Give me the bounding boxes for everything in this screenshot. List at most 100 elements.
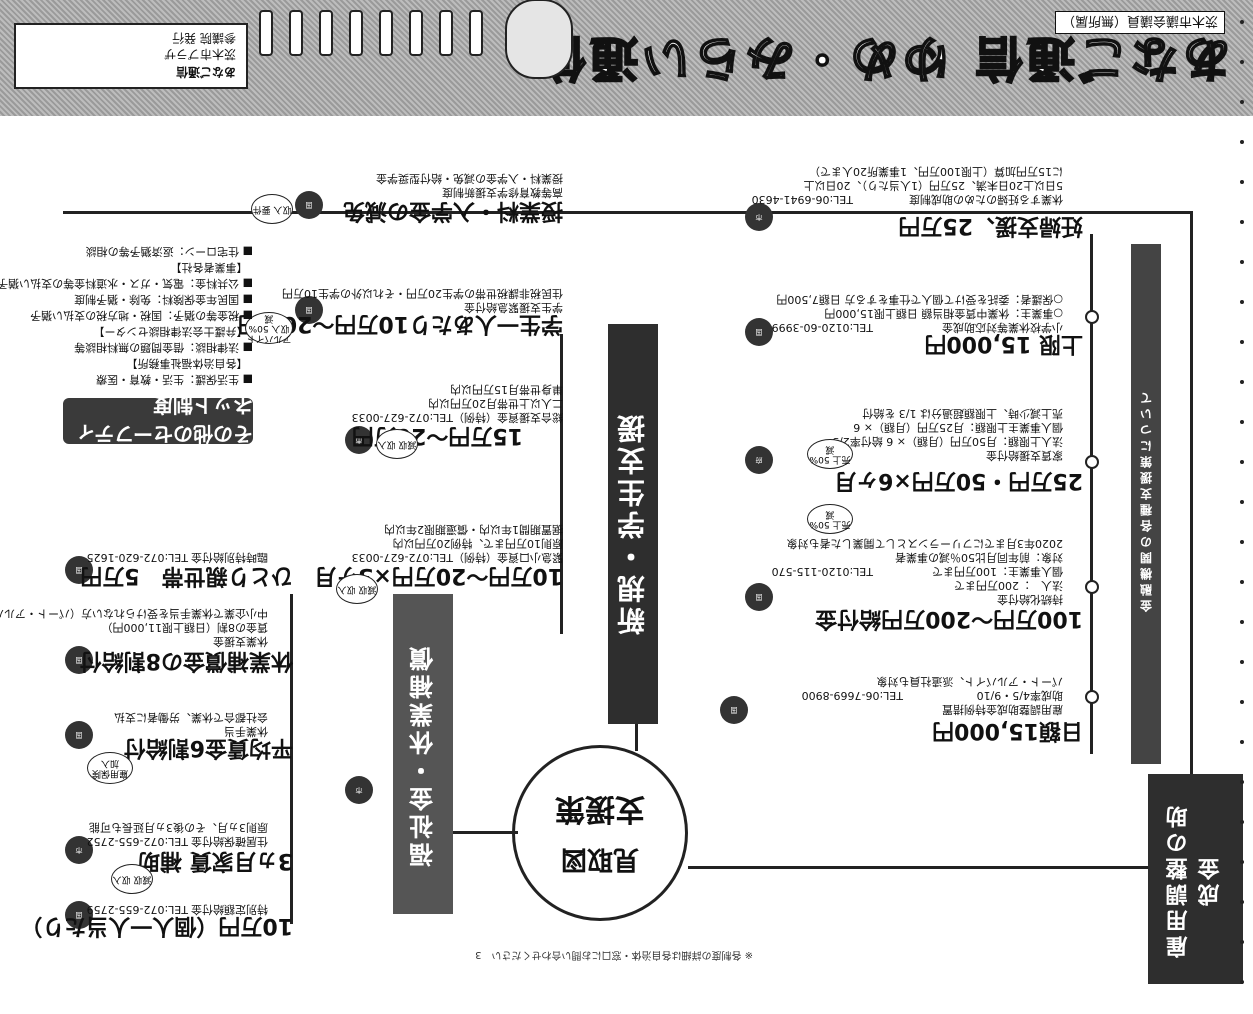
shinki-column: 新規・学生支援 (608, 324, 658, 724)
bubble-condition: 減収 収入 (336, 574, 378, 604)
punch-hole (1240, 740, 1244, 744)
card-title: 10万円（個人一人当たり） (20, 913, 293, 938)
shop-line-2: 参議院 発行 (172, 31, 236, 45)
punch-hole (1240, 780, 1244, 784)
bubble-condition: 減収 収入 (376, 429, 418, 459)
card-line: 学生支援緊急給付金 (464, 301, 563, 314)
other-line: 【事業者各社】 (170, 261, 253, 274)
badge: 国 (745, 318, 773, 346)
card-line: 5日以上20日未満、25万円（1人当たり）、20日以上 (803, 179, 1064, 192)
card-line: 中小企業で休業手当を受けられない方（パート・アルバイト含む） (0, 607, 268, 620)
shop-box: あなご通信 茨木市プラザ 参議院 発行 (14, 23, 248, 89)
card-phone: TEL:06-6941-4630 (751, 193, 853, 206)
gentai-label: 雇用調整の助成金 (1166, 802, 1224, 958)
card-title: ひとり親世帯 5万円 (80, 563, 293, 588)
punch-hole (1240, 660, 1244, 664)
other-line: 【弁護士会法律相談センター】 (93, 325, 253, 338)
card-line: 小学校休業等対応助成金 (942, 321, 1063, 334)
other-safety-net-heading: その他のセーフティネット制度 (63, 393, 253, 446)
card-title: 平均賃金6割給付 (123, 735, 293, 760)
bubble-condition: 売上 50%減 (807, 504, 853, 534)
card-line: 休業する妊婦のための助成制度 (909, 193, 1063, 206)
punch-hole (1240, 340, 1244, 344)
card-phone: TEL:072-620-1625 (86, 551, 188, 564)
card-line: 法人上限額：月50万円（月額）× 6 給付率2/3 (832, 435, 1063, 448)
bottle-icon (349, 10, 363, 56)
shinki-label: 新規・学生支援 (616, 411, 649, 635)
card-title: 授業料・入学金の減免 (342, 198, 563, 223)
card-line: 個人事業主上限額：月25万円（月額）× 6 (853, 421, 1063, 434)
card-line: パート・アルバイト、派遣社員も対象 (876, 675, 1063, 688)
punch-hole (1240, 220, 1244, 224)
connector (635, 721, 638, 751)
card-title: 妊婦支援、25万円 (898, 213, 1083, 238)
punch-hole (1240, 100, 1244, 104)
bottle-icon (379, 10, 393, 56)
punch-hole (1240, 540, 1244, 544)
punch-hole (1240, 380, 1244, 384)
punch-hole (1240, 460, 1244, 464)
fukushi-column: 福祉金・休業補償 (393, 594, 453, 914)
junction-node (1085, 580, 1099, 594)
fukushi-label: 福祉金・休業補償 (409, 643, 438, 867)
junction-node (1085, 455, 1099, 469)
punch-hole (1240, 20, 1244, 24)
card-phone: TEL:072-655-2759 (86, 903, 188, 916)
punch-hole (1240, 900, 1244, 904)
card-line: 個人事業主：100万円まで (932, 565, 1063, 578)
card-line: ○事業主：休業中賃金相当額 日額上限15,000円 (824, 307, 1063, 320)
punch-hole (1240, 580, 1244, 584)
page-title: あなご通信 ゆめ・みらい通信 (533, 29, 1232, 87)
other-line: ■ 住宅ローン：返済猶予等の相談 (85, 245, 253, 258)
card-line: 臨時特別給付金 (191, 551, 268, 564)
card-line: 原則10万円まで、特例20万円以内 (392, 537, 563, 550)
punch-hole (1240, 500, 1244, 504)
bubble-condition: 収入 要件 (251, 194, 293, 224)
punch-hole (1240, 260, 1244, 264)
card-title: 日額15,000円 (932, 718, 1083, 743)
bottle-icon (289, 10, 303, 56)
card-line: 特別定額給付金 (191, 903, 268, 916)
card-title: 3ヵ月家賃 補助 (138, 848, 293, 873)
badge: 府 (745, 446, 773, 474)
kinyu-column: 金融機関の各種支援策について (1131, 244, 1161, 764)
card-line: 据置期間1年以内・償還期限2年以内 (384, 523, 563, 536)
punch-hole (1240, 420, 1244, 424)
card-phone: TEL:072-655-2752 (86, 835, 188, 848)
gentai-column: 雇用調整の助成金 (1148, 774, 1243, 984)
card-title: 25万円・50万円×6ヶ月 (834, 468, 1083, 493)
card-line: 助成率4/5・9/10 (976, 689, 1063, 702)
other-line: ■ 法律相談：借金問題の無料相談等 (74, 341, 253, 354)
card-line: 家賃支援給付金 (986, 449, 1063, 462)
card-line: 授業料・入学金の減免・給付型奨学金 (376, 172, 563, 185)
card-phone: TEL:0120-115-570 (771, 565, 873, 578)
card-line: 原則3ヵ月、その後3ヵ月延長も可能 (89, 821, 268, 834)
card-line: 総合支援資金（特例）TEL:072-627-0033 (351, 411, 563, 424)
card-line: 持続化給付金 (997, 593, 1063, 606)
other-line: ■ 公共料金：電気・ガス・水道料金等の支払い猶予 (0, 277, 253, 290)
punch-hole (1240, 820, 1244, 824)
connector (688, 866, 1148, 869)
card-line: 対象：前年同月比50％減の事業者 (895, 551, 1063, 564)
card-line: 賃金の8割（日額上限11,000円） (101, 621, 269, 634)
card-line: に15万円加算（上限100万円、1事業所20人まで） (809, 165, 1063, 178)
other-line: ■ 国民年金保険料：免除・猶予制度 (74, 293, 253, 306)
other-line: ■ 税金等の猶予：国税・地方税の支払い猶予 (30, 309, 253, 322)
kinyu-label: 金融機関の各種支援策について (1139, 388, 1154, 612)
punch-hole (1240, 60, 1244, 64)
punch-hole (1240, 140, 1244, 144)
card-line: 休業手当 (224, 725, 268, 738)
card-title: 上限 15,000円 (924, 331, 1083, 356)
bottle-icon (259, 10, 273, 56)
card-title: 100万円〜200万円給付金 (815, 606, 1083, 631)
bottle-icon (439, 10, 453, 56)
shop-name: あなご通信 (175, 65, 236, 79)
badge: 国 (745, 583, 773, 611)
card-line: 売上減少時、上限額超過分は 1/3 を給付 (862, 407, 1063, 420)
card-line: 法人 ：200万円まで (954, 579, 1063, 592)
bubble-condition: 減収 収入 (111, 864, 153, 894)
card-line: ○保護者：委託を受けて個人で仕事をする方 日額7,500円 (776, 293, 1063, 306)
bottle-icon (469, 10, 483, 56)
badge: 国 (65, 721, 93, 749)
